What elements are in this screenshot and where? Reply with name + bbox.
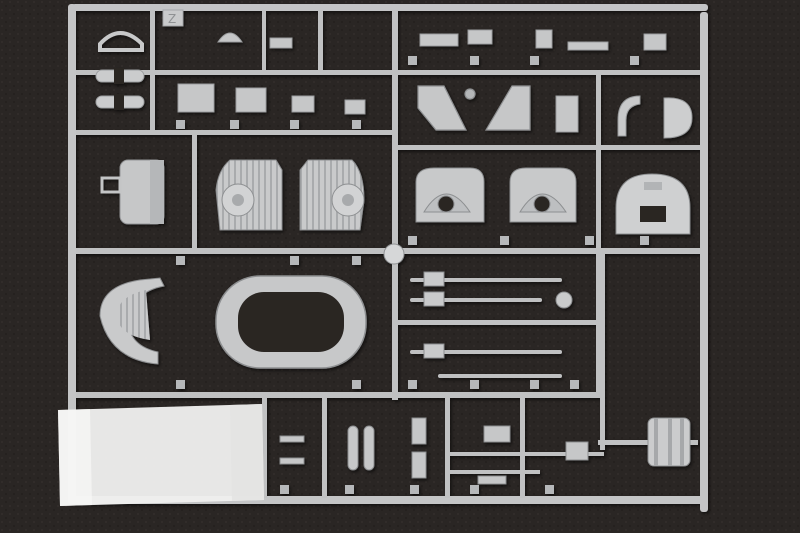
engine-block-right <box>299 159 365 231</box>
gun-breech-parts <box>423 271 573 359</box>
drum-wheel <box>647 417 691 467</box>
half-round-cover <box>663 97 693 139</box>
top-left-brackets <box>95 31 145 110</box>
top-row-small-parts <box>177 29 667 133</box>
sprue-gates <box>176 56 649 494</box>
triangular-brackets <box>417 85 531 131</box>
sprue-label: Z <box>168 12 176 26</box>
gearbox-halves <box>415 167 577 223</box>
curved-bracket <box>617 95 641 137</box>
bottom-small-parts <box>279 417 589 485</box>
sprue-label-tab <box>162 9 184 27</box>
masking-tape <box>58 404 264 506</box>
cylinder-housing <box>100 159 165 225</box>
sprue-tree: Z <box>68 4 708 512</box>
sprue-hub <box>383 243 405 265</box>
fan-shroud <box>99 277 165 365</box>
hull-ring <box>215 275 367 369</box>
engine-block-left <box>215 159 283 231</box>
dome-cover <box>615 173 691 235</box>
